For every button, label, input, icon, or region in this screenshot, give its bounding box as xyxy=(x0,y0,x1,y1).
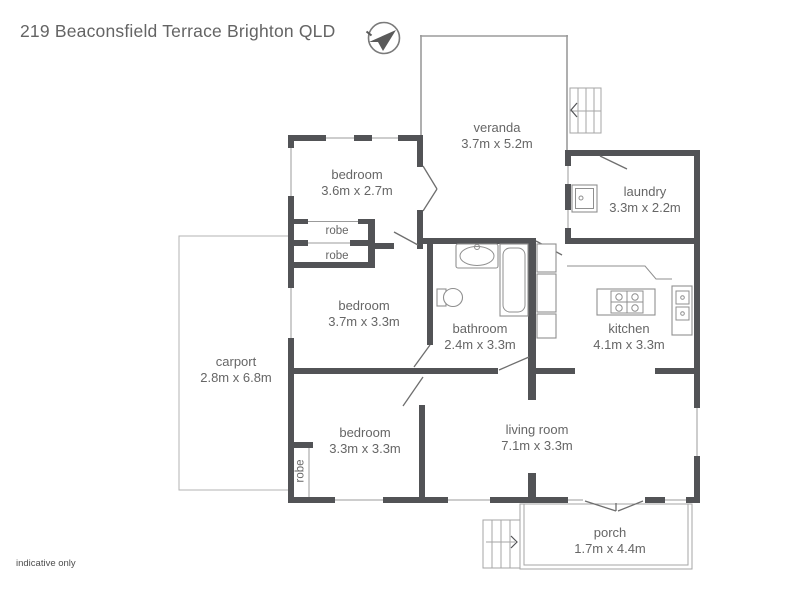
room-dims: 3.7m x 3.3m xyxy=(328,314,400,329)
room-name: robe xyxy=(294,459,307,483)
porch-stairs xyxy=(482,519,521,569)
room-name: robe xyxy=(325,250,349,262)
room-label-veranda: veranda 3.7m x 5.2m xyxy=(461,120,533,152)
windows xyxy=(288,135,700,503)
room-name: robe xyxy=(325,225,349,237)
room-name: bedroom xyxy=(331,167,383,182)
room-dims: 3.6m x 2.7m xyxy=(321,183,393,198)
laundry-tub xyxy=(571,184,598,213)
room-name: living room xyxy=(505,422,569,437)
room-label-robe1: robe xyxy=(325,225,348,238)
toilet xyxy=(436,287,464,308)
room-label-bedroom2: bedroom 3.7m x 3.3m xyxy=(328,298,400,330)
room-dims: 4.1m x 3.3m xyxy=(593,337,665,352)
room-label-laundry: laundry 3.3m x 2.2m xyxy=(609,184,681,216)
kitchen-oven-tower xyxy=(671,285,693,336)
room-label-bedroom1: bedroom 3.6m x 2.7m xyxy=(321,167,393,199)
room-label-carport: carport 2.8m x 6.8m xyxy=(200,354,272,386)
room-dims: 1.7m x 4.4m xyxy=(574,541,646,556)
room-name: laundry xyxy=(623,184,667,199)
room-label-bedroom3: bedroom 3.3m x 3.3m xyxy=(329,425,401,457)
veranda-stairs xyxy=(569,87,602,134)
room-name: bedroom xyxy=(338,298,390,313)
room-dims: 7.1m x 3.3m xyxy=(501,438,573,453)
kitchen-bench-outline xyxy=(567,265,672,280)
room-label-porch: porch 1.7m x 4.4m xyxy=(574,525,646,557)
room-dims: 2.4m x 3.3m xyxy=(444,337,516,352)
page-title: 219 Beaconsfield Terrace Brighton QLD xyxy=(20,21,336,41)
bathtub xyxy=(499,243,529,317)
room-name: bathroom xyxy=(452,321,508,336)
room-label-bathroom: bathroom 2.4m x 3.3m xyxy=(444,321,516,353)
room-name: veranda xyxy=(473,120,521,135)
room-label-living: living room 7.1m x 3.3m xyxy=(501,422,573,454)
stove-cooktop xyxy=(596,288,656,316)
room-name: kitchen xyxy=(608,321,650,336)
stairs-direction-arrow xyxy=(510,535,518,549)
room-label-kitchen: kitchen 4.1m x 3.3m xyxy=(593,321,665,353)
room-name: bedroom xyxy=(339,425,391,440)
stairs-direction-arrow xyxy=(570,102,578,118)
room-label-robe3: robe xyxy=(295,459,308,482)
room-dims: 3.3m x 3.3m xyxy=(329,441,401,456)
room-name: porch xyxy=(593,525,627,540)
room-dims: 2.8m x 6.8m xyxy=(200,370,272,385)
bathroom-basin xyxy=(455,243,499,269)
room-dims: 3.3m x 2.2m xyxy=(609,200,681,215)
kitchen-bench-column xyxy=(536,243,557,339)
veranda-outline xyxy=(420,35,568,152)
room-label-robe2: robe xyxy=(325,250,348,263)
door-swings xyxy=(393,155,644,512)
disclaimer-note: indicative only xyxy=(16,558,76,569)
room-name: carport xyxy=(215,354,257,369)
compass-north-icon xyxy=(365,21,401,55)
room-dims: 3.7m x 5.2m xyxy=(461,136,533,151)
